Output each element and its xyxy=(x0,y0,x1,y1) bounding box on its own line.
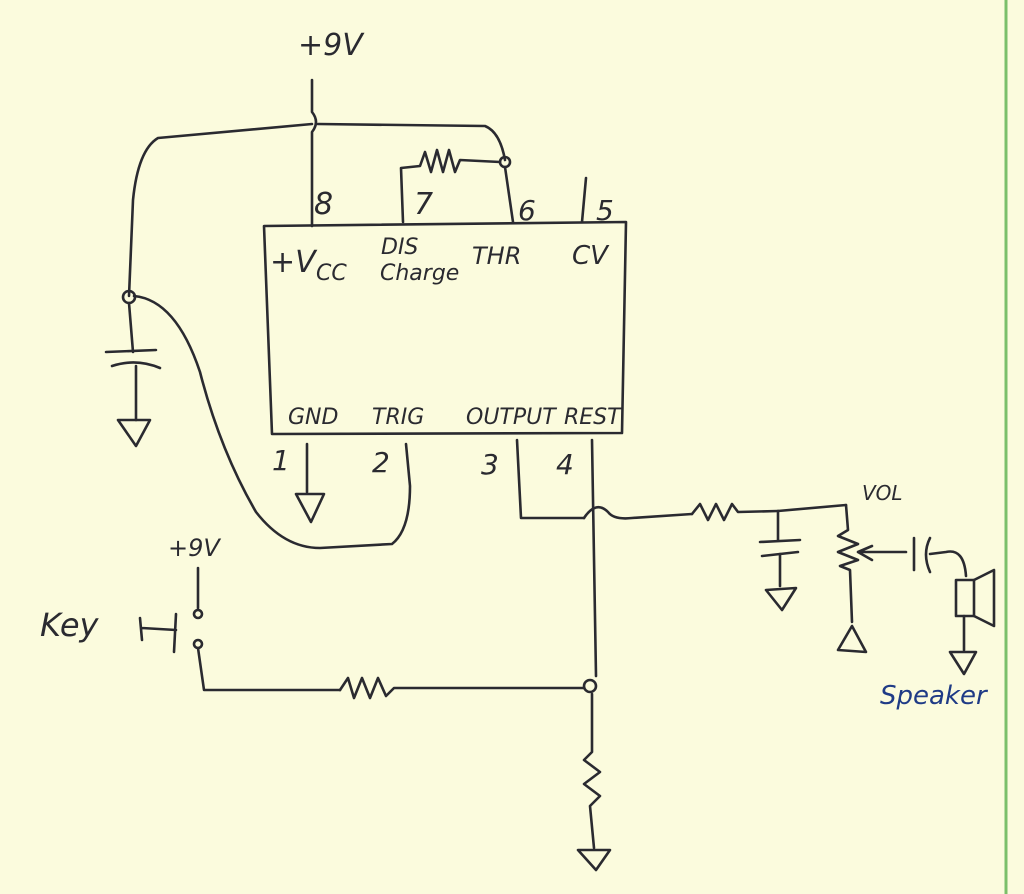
threshold-label: THR xyxy=(472,242,521,270)
cap-plate-top xyxy=(104,348,158,354)
pin-6-label: 6 xyxy=(518,194,536,227)
key-resistor xyxy=(338,676,586,700)
timing-resistor xyxy=(399,148,502,224)
discharge-label: DIS xyxy=(381,235,418,260)
speaker-label: Speaker xyxy=(880,681,989,711)
charge-label: Charge xyxy=(380,261,459,286)
reset-label: REST xyxy=(564,405,622,430)
cap-ground-symbol xyxy=(116,418,152,448)
reset-junction-dot xyxy=(582,678,598,694)
pin-2-label: 2 xyxy=(372,446,390,479)
speaker-ground-symbol xyxy=(948,650,978,676)
pulldown-resistor xyxy=(582,692,602,850)
cv-label: CV xyxy=(572,241,610,271)
output-bus-wire xyxy=(776,503,848,513)
output-label: OUTPUT xyxy=(466,405,557,430)
speaker-body xyxy=(954,578,976,618)
pot-ground-symbol xyxy=(836,624,868,654)
pin5-wire xyxy=(580,176,588,224)
key-actuator xyxy=(172,612,178,654)
gnd-label: GND xyxy=(288,405,338,430)
pulldown-ground-symbol xyxy=(576,848,612,872)
timer-chip-body xyxy=(262,220,628,436)
pin-3-label: 3 xyxy=(481,448,499,481)
cap-plate-bottom xyxy=(110,361,162,370)
supply-to-cap-wire xyxy=(127,122,314,298)
vol-label: VOL xyxy=(862,481,903,505)
output-wire xyxy=(515,438,586,520)
trig-label: TRIG xyxy=(372,405,424,430)
speaker-cone xyxy=(972,568,996,628)
filter-ground-symbol xyxy=(764,586,798,612)
cap-top-wire xyxy=(127,301,135,354)
pot-wiper-arrow xyxy=(856,544,908,562)
output-crossover-wire xyxy=(582,505,694,520)
vcc-label: +V xyxy=(270,245,318,280)
vcc-subscript: CC xyxy=(316,261,347,286)
pin-1-label: 1 xyxy=(272,444,290,477)
output-resistor xyxy=(690,502,780,522)
trigger-feedback-wire xyxy=(132,294,412,550)
reset-wire xyxy=(590,438,598,678)
key-button xyxy=(138,616,178,642)
pin-7-label: 7 xyxy=(414,187,433,222)
pin6-wire xyxy=(503,165,515,224)
speaker-feed-wire xyxy=(928,550,968,578)
volume-potentiometer xyxy=(836,503,860,624)
key-contact-top xyxy=(192,608,204,620)
supply-label-key: +9V xyxy=(168,534,221,562)
supply-label-top: +9V xyxy=(298,28,365,63)
vcc-supply-wire xyxy=(310,78,318,228)
coupling-cap-plate-b xyxy=(924,536,932,574)
supply-to-pin6-wire xyxy=(316,122,507,162)
pin-5-label: 5 xyxy=(596,194,614,227)
pin-8-label: 8 xyxy=(314,187,333,222)
key-label: Key xyxy=(40,606,100,644)
filter-cap-plate-top xyxy=(758,538,802,544)
pin1-ground-symbol xyxy=(294,492,326,524)
key-wire xyxy=(196,646,342,692)
pin-4-label: 4 xyxy=(556,448,574,481)
